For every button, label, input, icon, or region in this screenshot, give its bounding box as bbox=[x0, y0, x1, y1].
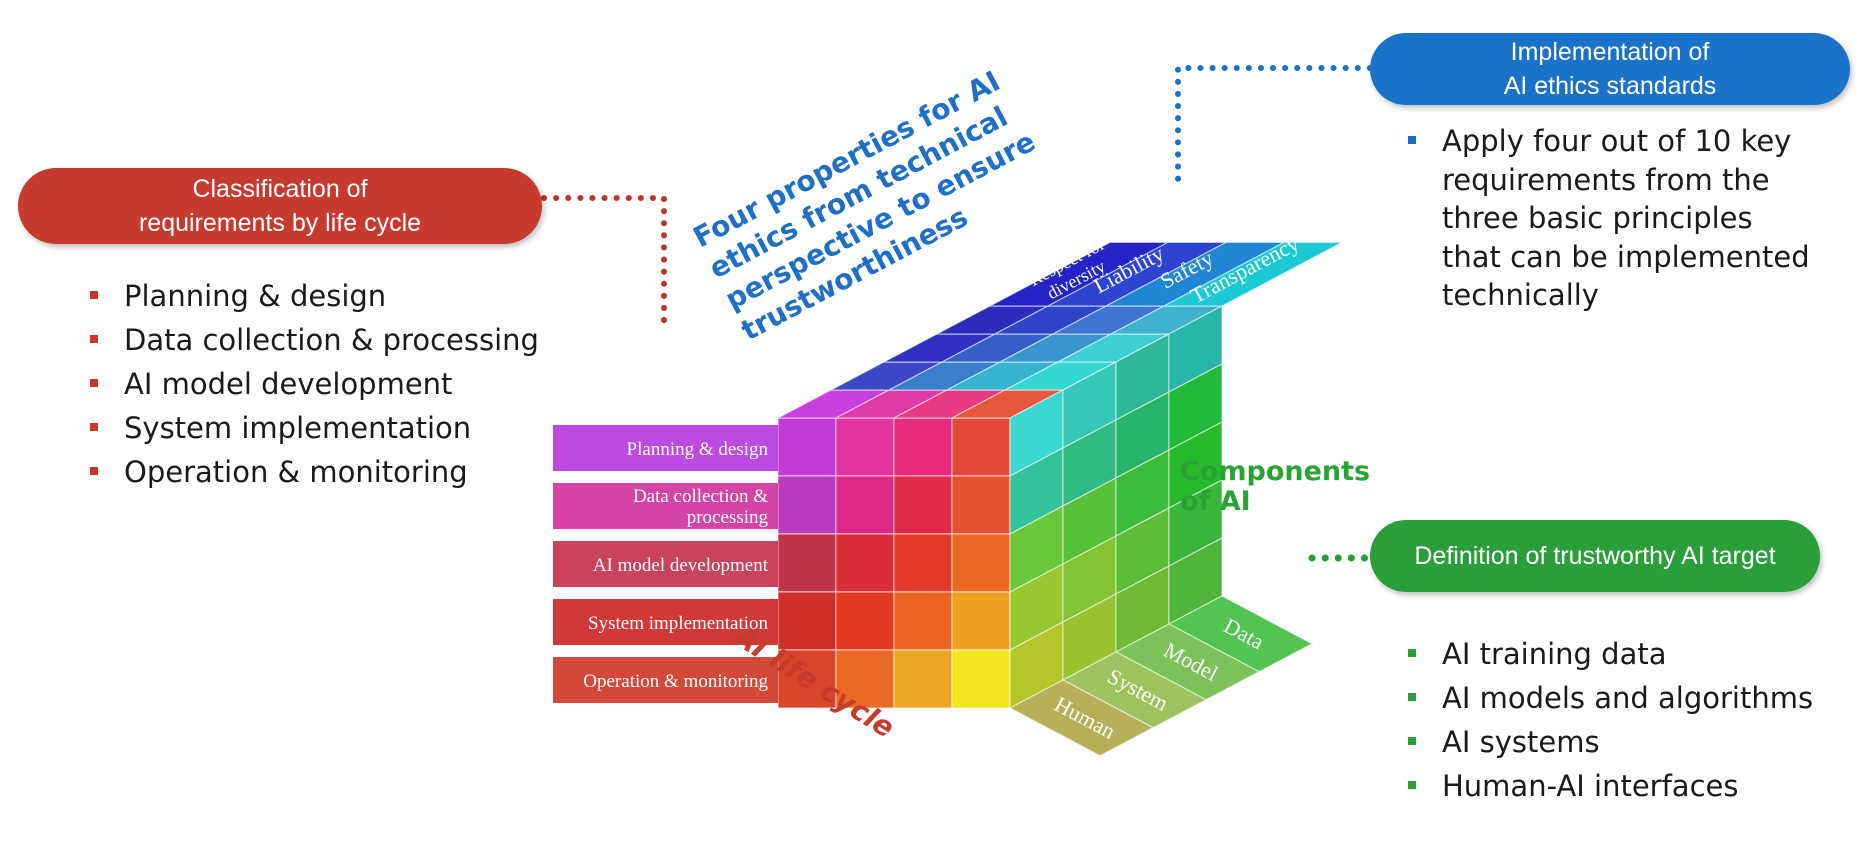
cube-front-cell bbox=[951, 475, 1011, 535]
cube-front-cell bbox=[893, 533, 953, 593]
cube-front-cell bbox=[951, 591, 1011, 651]
lifecycle-connector bbox=[541, 195, 667, 335]
target-list: AI training data AI models and algorithm… bbox=[1404, 634, 1813, 810]
target-connector bbox=[1308, 554, 1376, 562]
cube-front-cell bbox=[951, 533, 1011, 593]
ethics-line: three basic principles bbox=[1442, 201, 1753, 235]
ethics-box-line1: Implementation of bbox=[1510, 38, 1710, 66]
lifecycle-stage-tab bbox=[553, 657, 778, 703]
ethics-description-list: Apply four out of 10 key requirements fr… bbox=[1404, 122, 1810, 315]
lifecycle-stage-label: Data collection & bbox=[633, 486, 768, 507]
trustworthy-ai-target-box: Definition of trustworthy AI target bbox=[1370, 520, 1820, 592]
list-item: Data collection & processing bbox=[86, 320, 539, 364]
list-item: AI model development bbox=[86, 364, 539, 408]
list-item: Operation & monitoring bbox=[86, 452, 539, 496]
ethics-line: that can be implemented bbox=[1442, 239, 1810, 274]
lifecycle-box-line1: Classification of bbox=[192, 175, 368, 203]
cube-front-cell bbox=[893, 475, 953, 535]
ethics-line: technically bbox=[1442, 278, 1599, 312]
list-item: System implementation bbox=[86, 408, 539, 452]
cube-front-cell bbox=[893, 649, 953, 709]
ethics-connector bbox=[1175, 65, 1385, 193]
lifecycle-stage-label: AI model development bbox=[593, 555, 769, 576]
cube-front-cell bbox=[777, 533, 837, 593]
cube-front-cell bbox=[777, 591, 837, 651]
lifecycle-box-line2: requirements by life cycle bbox=[138, 209, 422, 237]
list-item: Planning & design bbox=[86, 276, 539, 320]
list-item: AI systems bbox=[1404, 722, 1813, 766]
lifecycle-stage-label: Operation & monitoring bbox=[583, 671, 768, 692]
list-item: AI training data bbox=[1404, 634, 1813, 678]
lifecycle-stage-label: Planning & design bbox=[627, 439, 769, 460]
property-tab bbox=[1163, 241, 1343, 307]
list-item: Human-AI interfaces bbox=[1404, 766, 1813, 810]
lifecycle-stage-label: processing bbox=[687, 507, 769, 528]
lifecycle-stage-tab bbox=[553, 425, 778, 471]
cube-front-cell bbox=[893, 417, 953, 477]
lifecycle-list: Planning & design Data collection & proc… bbox=[86, 276, 539, 496]
cube-front-cell bbox=[951, 649, 1011, 709]
ethics-box-line2: AI ethics standards bbox=[1503, 72, 1717, 100]
cube-front-cell bbox=[835, 475, 895, 535]
ethics-description-text: Apply four out of 10 key requirements fr… bbox=[1404, 122, 1810, 315]
ethics-standards-box: Implementation of AI ethics standards bbox=[1370, 33, 1850, 105]
ethics-line: Apply four out of 10 key bbox=[1442, 124, 1792, 158]
cube-front-cell bbox=[893, 591, 953, 651]
components-title-line: Components bbox=[1180, 456, 1370, 487]
lifecycle-classification-box: Classification of requirements by life c… bbox=[18, 168, 542, 244]
cube-front-cell bbox=[835, 533, 895, 593]
cube-front-cell bbox=[951, 417, 1011, 477]
lifecycle-stage-label: System implementation bbox=[588, 613, 768, 634]
ethics-line: requirements from the bbox=[1442, 162, 1770, 197]
cube-front-cell bbox=[835, 591, 895, 651]
component-tab bbox=[1008, 679, 1155, 757]
cube-front-cell bbox=[835, 417, 895, 477]
lifecycle-stage-tab bbox=[553, 483, 778, 529]
target-box-label: Definition of trustworthy AI target bbox=[1414, 542, 1776, 570]
cube-front-cell bbox=[777, 417, 837, 477]
cube-front-cell bbox=[777, 475, 837, 535]
lifecycle-stage-tab bbox=[553, 599, 778, 645]
components-title-line: of AI bbox=[1180, 486, 1251, 517]
list-item: AI models and algorithms bbox=[1404, 678, 1813, 722]
lifecycle-stage-tab bbox=[553, 541, 778, 587]
